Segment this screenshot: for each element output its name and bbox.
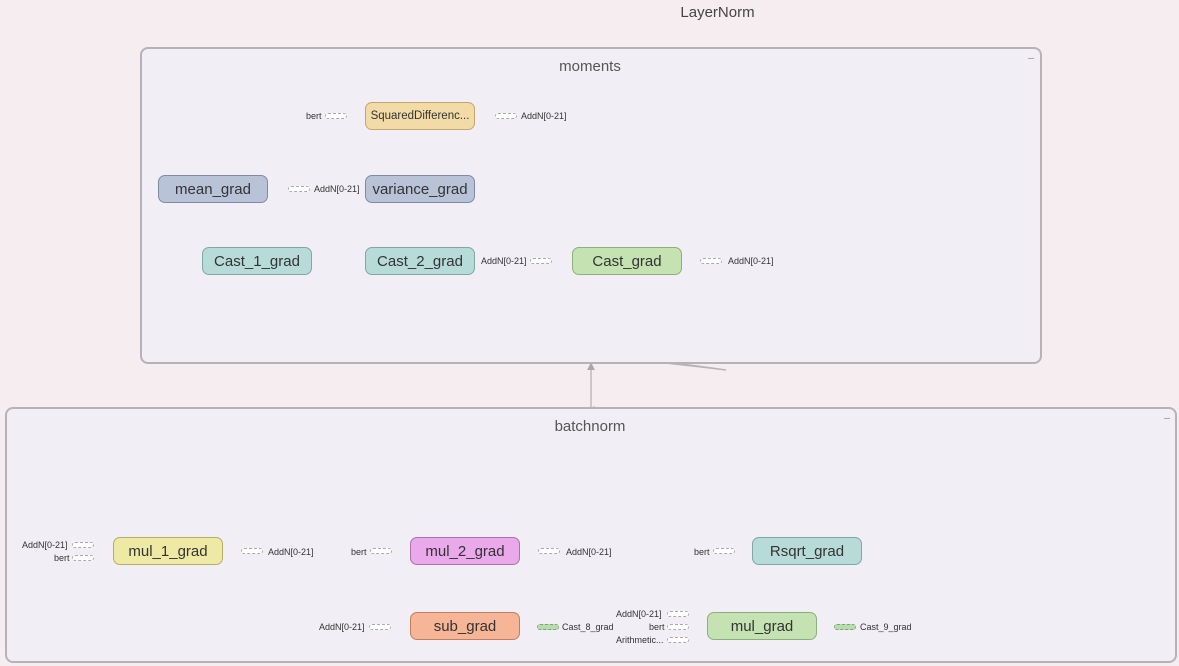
stub-label-arithmetic: Arithmetic... (616, 635, 664, 645)
node-rsqrt-grad[interactable]: Rsqrt_grad (752, 537, 862, 565)
stub-cast-8-grad[interactable] (537, 624, 559, 630)
stub-label-addn: AddN[0-21] (314, 184, 360, 194)
stub-bert[interactable] (72, 555, 94, 561)
stub-bert[interactable] (370, 548, 392, 554)
node-squared-difference[interactable]: SquaredDifferenc... (365, 102, 475, 130)
group-batchnorm[interactable] (5, 407, 1177, 663)
stub-label-addn: AddN[0-21] (616, 609, 662, 619)
stub-addn[interactable] (72, 542, 94, 548)
stub-label-addn: AddN[0-21] (728, 256, 774, 266)
stub-label-bert: bert (649, 622, 665, 632)
stub-addn[interactable] (530, 258, 552, 264)
stub-label-addn: AddN[0-21] (319, 622, 365, 632)
node-cast-grad[interactable]: Cast_grad (572, 247, 682, 275)
collapse-batchnorm-icon[interactable] (1164, 418, 1170, 419)
stub-addn[interactable] (369, 624, 391, 630)
group-title-moments: moments (559, 58, 621, 75)
group-moments[interactable] (140, 47, 1042, 364)
stub-label-addn: AddN[0-21] (521, 111, 567, 121)
graph-title: LayerNorm (680, 4, 755, 21)
stub-label-addn: AddN[0-21] (481, 256, 527, 266)
stub-label-addn: AddN[0-21] (566, 547, 612, 557)
stub-label-addn: AddN[0-21] (268, 547, 314, 557)
node-variance-grad[interactable]: variance_grad (365, 175, 475, 203)
stub-label-bert: bert (54, 553, 70, 563)
node-mean-grad[interactable]: mean_grad (158, 175, 268, 203)
node-cast-2-grad[interactable]: Cast_2_grad (365, 247, 475, 275)
stub-cast-9-grad[interactable] (834, 624, 856, 630)
stub-label-cast-8-grad: Cast_8_grad (562, 622, 614, 632)
node-sub-grad[interactable]: sub_grad (410, 612, 520, 640)
stub-label-bert: bert (351, 547, 367, 557)
stub-bert[interactable] (713, 548, 735, 554)
node-mul-1-grad[interactable]: mul_1_grad (113, 537, 223, 565)
stub-label-bert: bert (306, 111, 322, 121)
stub-addn[interactable] (667, 611, 689, 617)
stub-bert[interactable] (325, 113, 347, 119)
stub-addn[interactable] (288, 186, 310, 192)
node-mul-2-grad[interactable]: mul_2_grad (410, 537, 520, 565)
stub-label-cast-9-grad: Cast_9_grad (860, 622, 912, 632)
stub-addn[interactable] (538, 548, 560, 554)
node-cast-1-grad[interactable]: Cast_1_grad (202, 247, 312, 275)
group-title-batchnorm: batchnorm (554, 418, 626, 435)
stub-label-addn: AddN[0-21] (22, 540, 68, 550)
collapse-moments-icon[interactable] (1028, 58, 1034, 59)
node-mul-grad[interactable]: mul_grad (707, 612, 817, 640)
stub-bert[interactable] (667, 624, 689, 630)
stub-arithmetic[interactable] (667, 637, 689, 643)
stub-addn[interactable] (495, 113, 517, 119)
stub-label-bert: bert (694, 547, 710, 557)
stub-addn[interactable] (241, 548, 263, 554)
stub-addn[interactable] (700, 258, 722, 264)
